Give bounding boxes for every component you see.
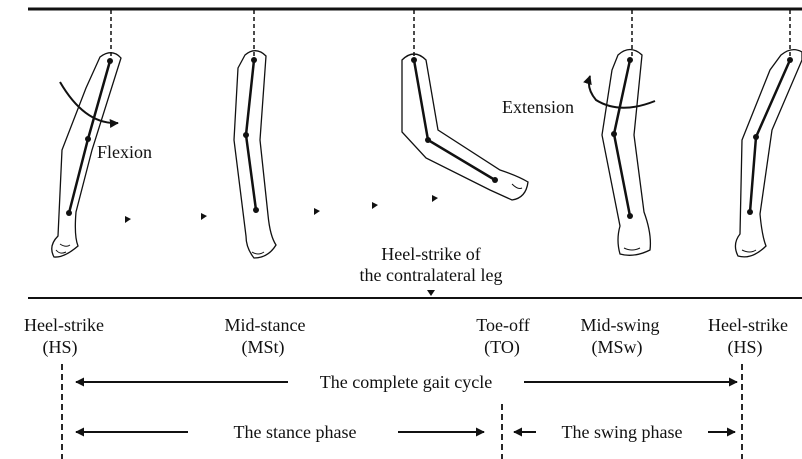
swing-phase-label: The swing phase [562,422,683,442]
contralateral-marker [427,290,435,296]
event-abbr: (TO) [484,337,520,358]
leg-toe-off [402,54,528,200]
contralateral-label-line2: the contralateral leg [360,265,503,285]
event-name: Mid-stance [225,315,306,335]
hanger-lines [111,10,790,60]
leg-heel-strike-2 [735,50,802,257]
stance-phase-label: The stance phase [234,422,357,442]
complete-cycle-arrow: The complete gait cycle [76,372,737,392]
event-name: Heel-strike [708,315,788,335]
event-name: Heel-strike [24,315,104,335]
event-label-msw: Mid-swing (MSw) [580,315,659,358]
event-name: Mid-swing [580,315,659,335]
event-label-hs: Heel-strike (HS) [24,315,104,358]
complete-cycle-label: The complete gait cycle [320,372,492,392]
swing-phase-arrow: The swing phase [514,422,735,442]
flexion-arrow [60,82,118,123]
event-label-hs-2: Heel-strike (HS) [708,315,788,358]
leg-mid-stance [234,51,276,258]
extension-label: Extension [502,97,574,117]
event-label-to: Toe-off (TO) [476,315,529,358]
event-abbr: (HS) [728,337,763,358]
stance-phase-arrow: The stance phase [76,422,484,442]
event-label-mst: Mid-stance (MSt) [225,315,306,358]
event-name: Toe-off [476,315,529,335]
foot-markers [125,195,438,223]
event-abbr: (MSw) [591,337,642,358]
flexion-label: Flexion [97,142,152,162]
event-abbr: (HS) [43,337,78,358]
leg-mid-swing [602,50,650,256]
contralateral-label-line1: Heel-strike of [381,244,480,264]
event-abbr: (MSt) [241,337,284,358]
